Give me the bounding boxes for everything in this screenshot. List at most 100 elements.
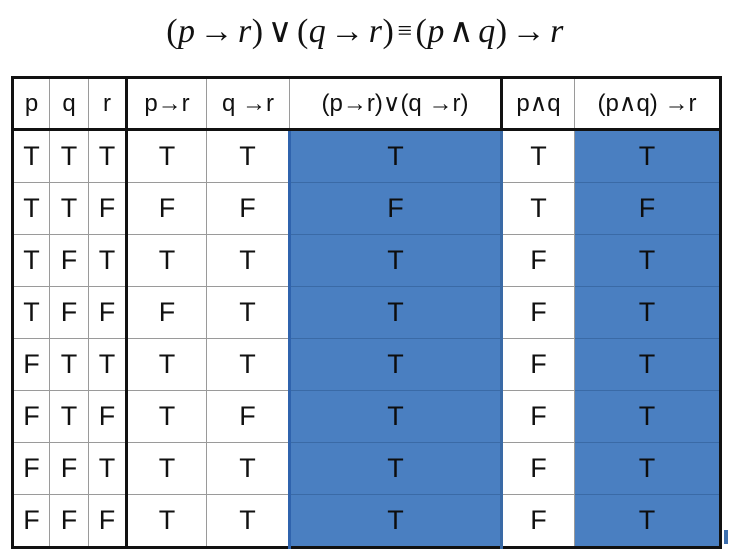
cell-rhs-implication: T [574,442,721,495]
cell-lhs-disjunction: T [288,286,503,339]
cell-r: F [88,390,128,443]
cell-q: F [49,286,89,339]
paren-open: ( [415,13,428,50]
cell-r: T [88,442,128,495]
formula-title: (p→r)∨(q→r)≡(p∧q)→r [0,6,730,56]
cell-p: F [12,338,50,391]
implies-symbol: → [511,13,547,50]
cell-p-implies-r: F [126,182,207,235]
edge-mark [724,530,728,544]
cell-q-implies-r: F [206,390,290,443]
cell-q-implies-r: T [206,234,290,287]
cell-lhs-disjunction: T [288,129,503,183]
cell-r: T [88,338,128,391]
cell-lhs-disjunction: T [288,390,503,443]
paren-open: ( [296,13,309,50]
cell-q-implies-r: T [206,338,290,391]
cell-p-and-q: T [501,182,575,235]
header-r: r [88,77,128,131]
cell-rhs-implication: T [574,129,721,183]
cell-q: T [49,390,89,443]
formula-rhs: (p∧q)→r [416,13,564,50]
cell-lhs-disjunction: T [288,234,503,287]
cell-p-implies-r: T [126,494,207,548]
cell-lhs-disjunction: T [288,442,503,495]
header-q-implies-r: q →r [206,77,290,131]
var-q: q [308,13,327,50]
implies-symbol: → [330,13,365,50]
cell-p: T [12,129,50,183]
cell-rhs-implication: T [574,494,721,548]
and-symbol: ∧ [448,13,475,50]
paren-close: ) [495,13,508,50]
cell-p-and-q: F [501,390,575,443]
truth-table: p q r p→r q →r (p→r)∨(q →r) p∧q (p∧q) →r… [11,76,722,549]
cell-p-and-q: F [501,234,575,287]
cell-p: T [12,234,50,287]
cell-q-implies-r: F [206,182,290,235]
cell-p: F [12,390,50,443]
cell-p-and-q: F [501,338,575,391]
or-symbol: ∨ [267,13,293,50]
cell-p-and-q: F [501,442,575,495]
header-lhs-disjunction: (p→r)∨(q →r) [289,77,503,131]
cell-p: T [12,182,50,235]
cell-q-implies-r: T [206,129,290,183]
cell-r: F [88,286,128,339]
cell-p-implies-r: T [126,442,207,495]
cell-r: T [88,234,128,287]
var-p: p [427,13,445,50]
cell-p-implies-r: T [126,129,207,183]
cell-r: T [88,129,128,183]
cell-lhs-disjunction: T [288,494,503,548]
header-p-and-q: p∧q [501,77,575,131]
cell-p: F [12,494,50,548]
cell-p: T [12,286,50,339]
cell-q: F [49,442,89,495]
cell-p-implies-r: T [126,234,207,287]
cell-rhs-implication: F [574,182,721,235]
cell-q: F [49,494,89,548]
cell-p-and-q: F [501,494,575,548]
header-q: q [49,77,89,131]
header-p-implies-r: p→r [126,77,207,131]
header-p: p [12,77,50,131]
cell-p-implies-r: F [126,286,207,339]
header-row: p q r p→r q →r (p→r)∨(q →r) p∧q (p∧q) →r [12,77,721,131]
var-r: r [550,13,564,50]
cell-rhs-implication: T [574,234,721,287]
header-rhs-implication: (p∧q) →r [574,77,721,131]
var-q: q [478,13,496,50]
equivalence-symbol: ≡ [397,16,413,45]
cell-lhs-disjunction: F [288,182,503,235]
var-r: r [238,13,252,50]
cell-q-implies-r: T [206,286,290,339]
formula-lhs: (p→r)∨(q→r) [166,13,394,50]
cell-q: T [49,182,89,235]
cell-p-implies-r: T [126,390,207,443]
paren-close: ) [251,13,264,50]
cell-r: F [88,494,128,548]
var-p: p [178,13,196,50]
cell-q: T [49,129,89,183]
cell-q: F [49,234,89,287]
cell-p: F [12,442,50,495]
cell-p-implies-r: T [126,338,207,391]
cell-lhs-disjunction: T [288,338,503,391]
cell-rhs-implication: T [574,338,721,391]
cell-rhs-implication: T [574,390,721,443]
implies-symbol: → [199,13,235,50]
cell-rhs-implication: T [574,286,721,339]
cell-q-implies-r: T [206,442,290,495]
paren-close: ) [382,13,395,50]
cell-p-and-q: T [501,129,575,183]
cell-q: T [49,338,89,391]
